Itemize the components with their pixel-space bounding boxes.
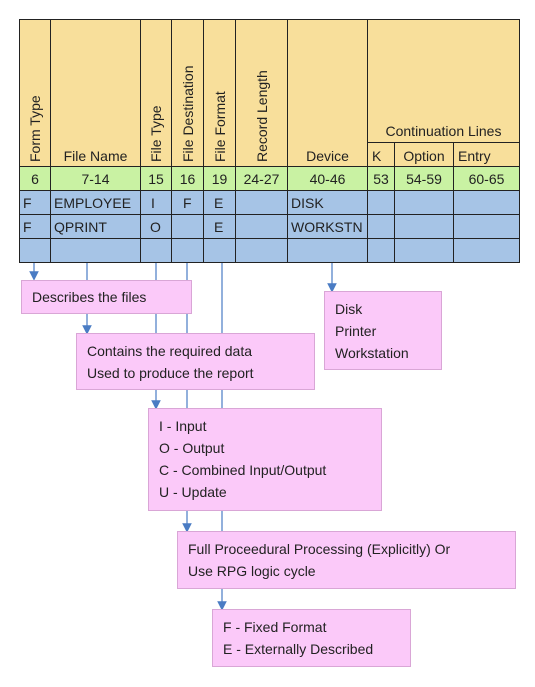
row3-file-destination (172, 239, 204, 263)
note-file-name: Contains the required data Used to produ… (76, 333, 315, 390)
position-device: 40-46 (288, 167, 368, 191)
row1-record-length (236, 191, 288, 215)
row1-k (368, 191, 395, 215)
row3-entry (454, 239, 520, 263)
row3-file-name (51, 239, 141, 263)
header-entry: Entry (454, 143, 520, 167)
position-option: 54-59 (395, 167, 454, 191)
row1-form-type: F (19, 191, 51, 215)
row2-option (395, 215, 454, 239)
row2-form-type: F (19, 215, 51, 239)
row1-device: DISK (288, 191, 368, 215)
position-file-name: 7-14 (51, 167, 141, 191)
row2-file-type: O (141, 215, 172, 239)
position-entry: 60-65 (454, 167, 520, 191)
header-continuation-lines: Continuation Lines (368, 19, 520, 143)
header-file-destination: File Destination (172, 19, 204, 167)
row2-file-format: E (204, 215, 236, 239)
position-file-destination: 16 (172, 167, 204, 191)
header-file-format: File Format (204, 19, 236, 167)
note-file-format: F - Fixed Format E - Externally Describe… (212, 609, 411, 667)
note-form-type: Describes the files (21, 280, 192, 314)
header-device: Device (288, 19, 368, 167)
row2-k (368, 215, 395, 239)
row2-record-length (236, 215, 288, 239)
header-file-type: File Type (141, 19, 172, 167)
header-form-type: Form Type (19, 19, 51, 167)
row3-file-format (204, 239, 236, 263)
header-file-name: File Name (51, 19, 141, 167)
note-file-destination: Full Proceedural Processing (Explicitly)… (177, 531, 516, 589)
row1-file-format: E (204, 191, 236, 215)
header-option: Option (395, 143, 454, 167)
row3-device (288, 239, 368, 263)
header-k: K (368, 143, 395, 167)
position-file-type: 15 (141, 167, 172, 191)
note-file-type: I - Input O - Output C - Combined Input/… (148, 408, 382, 511)
row2-entry (454, 215, 520, 239)
row1-file-name: EMPLOYEE (51, 191, 141, 215)
row3-form-type (19, 239, 51, 263)
position-file-format: 19 (204, 167, 236, 191)
row3-record-length (236, 239, 288, 263)
row1-file-destination: F (172, 191, 204, 215)
row2-file-destination (172, 215, 204, 239)
position-form-type: 6 (19, 167, 51, 191)
row2-device: WORKSTN (288, 215, 368, 239)
position-record-length: 24-27 (236, 167, 288, 191)
position-k: 53 (368, 167, 395, 191)
row1-entry (454, 191, 520, 215)
row2-file-name: QPRINT (51, 215, 141, 239)
row3-option (395, 239, 454, 263)
header-record-length: Record Length (236, 19, 288, 167)
row1-file-type: I (141, 191, 172, 215)
row3-file-type (141, 239, 172, 263)
row3-k (368, 239, 395, 263)
note-device: Disk Printer Workstation (324, 291, 442, 370)
row1-option (395, 191, 454, 215)
